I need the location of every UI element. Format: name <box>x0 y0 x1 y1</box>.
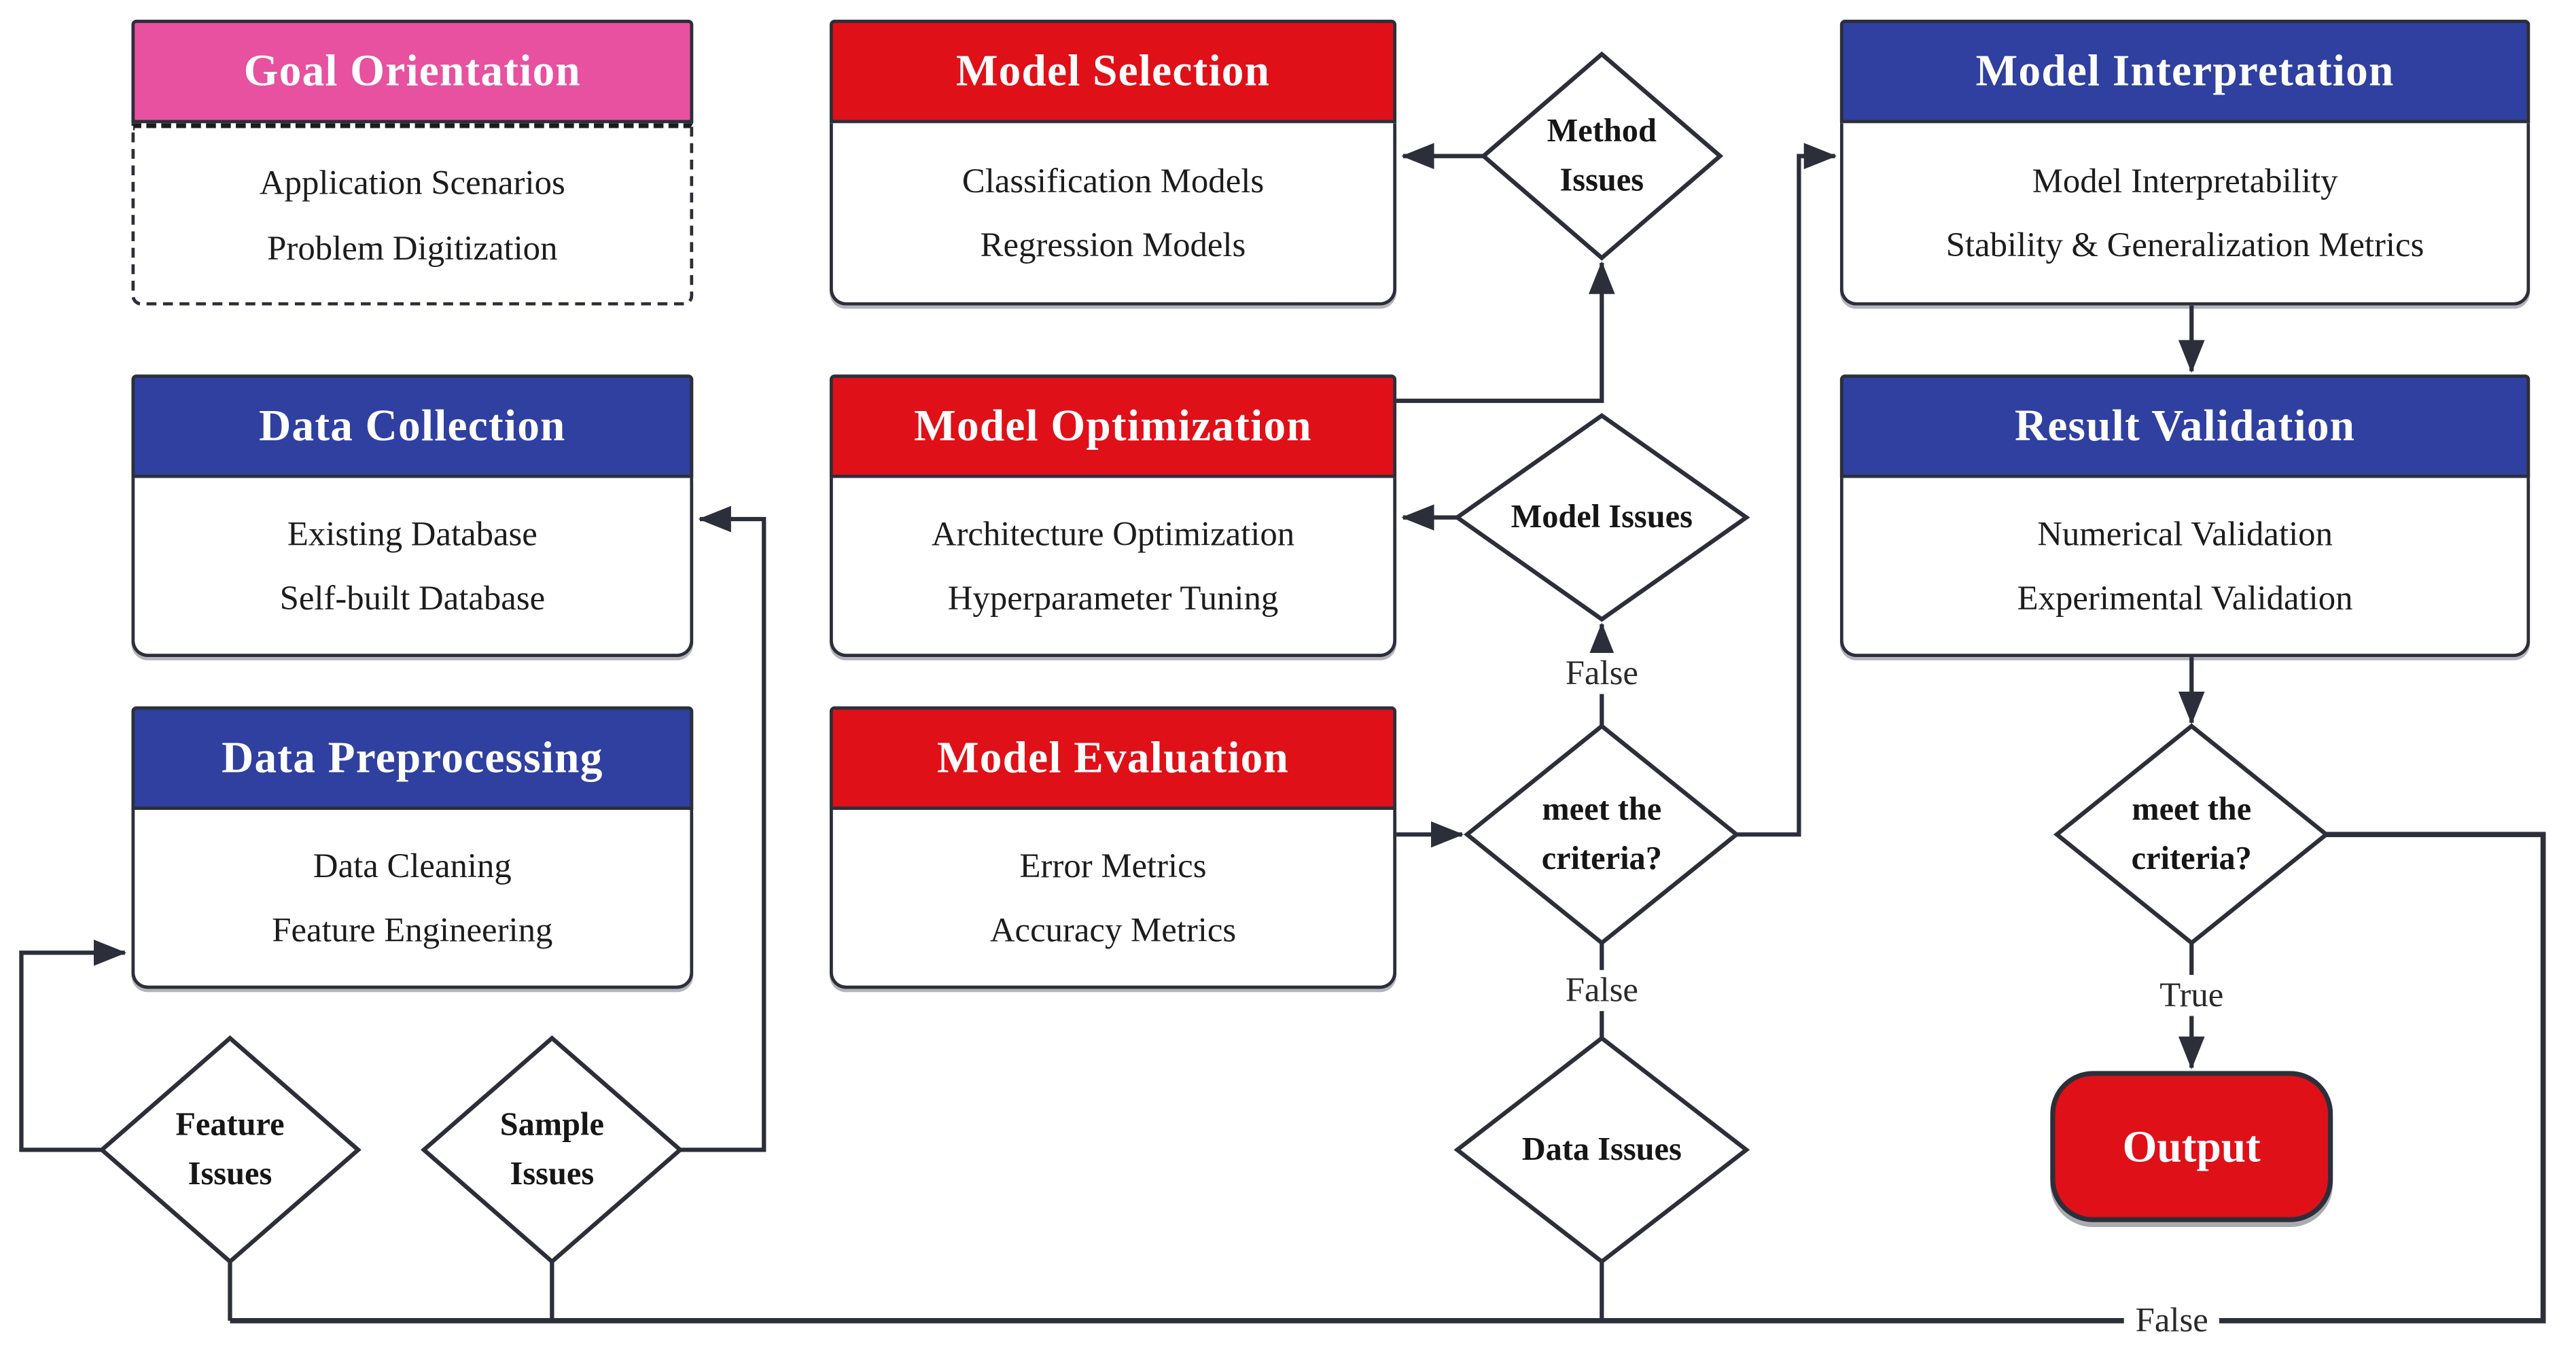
box-model-selection-body: Classification Models Regression Models <box>829 123 1397 306</box>
box-model-evaluation-header: Model Evaluation <box>829 706 1397 810</box>
edge-label-true-output: True <box>2148 974 2236 1016</box>
box-model-optimization: Model Optimization Architecture Optimiza… <box>829 374 1397 658</box>
box-model-selection-line-2: Regression Models <box>980 225 1246 265</box>
box-data-collection-body: Existing Database Self-built Database <box>131 478 694 658</box>
edge-label-false-model: False <box>1553 653 1650 694</box>
box-model-evaluation-line-1: Error Metrics <box>1019 845 1207 885</box>
box-model-interpretation-header: Model Interpretation <box>1839 20 2530 124</box>
criteria-mid-diamond-shape <box>1464 723 1740 946</box>
box-model-optimization-line-2: Hyperparameter Tuning <box>947 578 1279 618</box>
box-goal-orientation-header: Goal Orientation <box>131 20 694 124</box>
edge-feature-issues-to-data-preprocessing <box>19 939 127 1152</box>
box-result-validation-header: Result Validation <box>1839 374 2530 478</box>
box-data-collection-line-2: Self-built Database <box>279 578 546 618</box>
edge-model-optimization-to-method-issues <box>1396 261 1615 404</box>
box-model-optimization-title: Model Optimization <box>914 400 1312 450</box>
edge-criteria-mid-to-model-interpretation <box>1736 143 1837 837</box>
box-model-interpretation-line-1: Model Interpretability <box>2032 160 2338 200</box>
box-model-selection-line-1: Classification Models <box>961 160 1265 200</box>
box-data-preprocessing: Data Preprocessing Data Cleaning Feature… <box>131 706 694 989</box>
box-result-validation-line-1: Numerical Validation <box>2037 513 2333 553</box>
box-result-validation-line-2: Experimental Validation <box>2017 578 2353 618</box>
box-data-preprocessing-line-1: Data Cleaning <box>313 845 512 885</box>
box-data-preprocessing-line-2: Feature Engineering <box>272 910 553 950</box>
box-model-interpretation-line-2: Stability & Generalization Metrics <box>1945 225 2424 265</box>
sample-issues-diamond-shape <box>420 1035 684 1264</box>
feature-issues-diamond-shape <box>99 1035 361 1264</box>
method-issues-diamond-shape <box>1480 51 1724 261</box>
box-goal-orientation-line-2: Problem Digitization <box>267 227 558 267</box>
box-result-validation-title: Result Validation <box>2014 400 2356 450</box>
box-data-preprocessing-header: Data Preprocessing <box>131 706 694 810</box>
box-model-selection-title: Model Selection <box>955 46 1271 96</box>
box-model-evaluation: Model Evaluation Error Metrics Accuracy … <box>829 706 1397 989</box>
edge-label-false-loop: False <box>2123 1300 2220 1342</box>
box-result-validation-body: Numerical Validation Experimental Valida… <box>1839 478 2530 658</box>
output-terminal: Output <box>2050 1071 2333 1222</box>
model-issues-diamond-shape <box>1453 412 1750 622</box>
output-terminal-label: Output <box>2122 1121 2261 1171</box>
box-model-optimization-body: Architecture Optimization Hyperparameter… <box>829 478 1397 658</box>
box-goal-orientation-title: Goal Orientation <box>243 46 581 96</box>
edge-sample-issues-to-data-collection <box>680 505 766 1152</box>
box-model-interpretation: Model Interpretation Model Interpretabil… <box>1839 20 2530 306</box>
box-data-preprocessing-body: Data Cleaning Feature Engineering <box>131 809 694 989</box>
box-result-validation: Result Validation Numerical Validation E… <box>1839 374 2530 658</box>
box-model-evaluation-title: Model Evaluation <box>936 732 1290 782</box>
box-model-interpretation-body: Model Interpretability Stability & Gener… <box>1839 123 2530 306</box>
box-data-preprocessing-title: Data Preprocessing <box>222 732 603 782</box>
box-goal-orientation-body: Application Scenarios Problem Digitizati… <box>131 123 694 306</box>
box-data-collection-title: Data Collection <box>259 400 566 450</box>
criteria-right-diamond-shape <box>2053 723 2330 946</box>
box-data-collection-line-1: Existing Database <box>287 513 537 553</box>
box-model-selection: Model Selection Classification Models Re… <box>829 20 1397 306</box>
box-goal-orientation-line-1: Application Scenarios <box>259 162 565 202</box>
box-model-evaluation-line-2: Accuracy Metrics <box>989 910 1237 950</box>
box-model-evaluation-body: Error Metrics Accuracy Metrics <box>829 809 1397 989</box>
box-data-collection: Data Collection Existing Database Self-b… <box>131 374 694 658</box>
edge-label-false-data: False <box>1553 970 1650 1012</box>
box-model-interpretation-title: Model Interpretation <box>1975 46 2395 96</box>
data-issues-diamond-shape <box>1453 1035 1750 1264</box>
box-model-optimization-header: Model Optimization <box>829 374 1397 478</box>
box-data-collection-header: Data Collection <box>131 374 694 478</box>
box-model-selection-header: Model Selection <box>829 20 1397 124</box>
box-goal-orientation: Goal Orientation Application Scenarios P… <box>131 20 694 306</box>
box-model-optimization-line-1: Architecture Optimization <box>931 513 1295 553</box>
edge-criteria-right-false-loop <box>230 832 2546 1324</box>
